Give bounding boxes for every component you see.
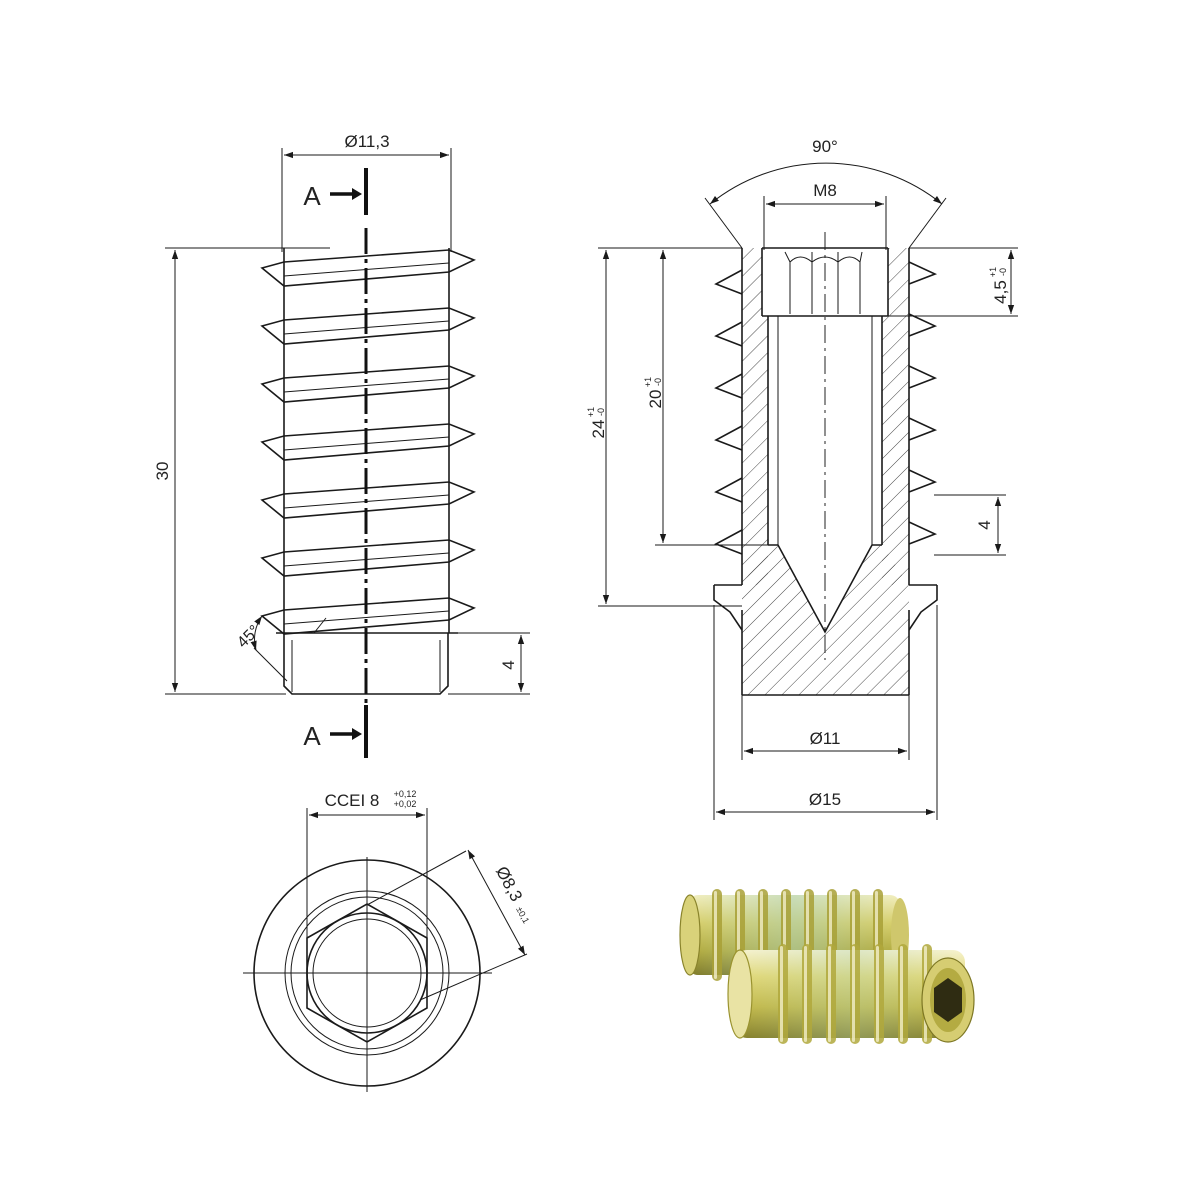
- section-letter-top: A: [303, 181, 321, 211]
- countersink-angle-dimension: 90°: [704, 137, 947, 249]
- side-view: Ø11,3 A A: [153, 132, 530, 758]
- hex-size-dimension: CCEI 8 +0,12 +0,02: [306, 789, 428, 938]
- hex-depth-tol-minus: -0: [998, 268, 1008, 276]
- overall-depth-tol-minus: -0: [596, 408, 606, 416]
- thread-flank: [260, 307, 476, 345]
- hatch-left-top: [742, 248, 762, 316]
- length-label: 30: [153, 462, 172, 481]
- thread-size-dimension: M8: [763, 181, 887, 250]
- hatch-right-top: [888, 248, 909, 316]
- section-marker-bottom: A: [303, 705, 368, 758]
- chamfer-height-label: 4: [499, 660, 518, 669]
- hex-depth-dimension: 4,5 +1 -0: [888, 247, 1018, 317]
- ridge-highlight: [714, 891, 717, 979]
- thread-crest: [283, 610, 450, 625]
- tooth-left: [714, 529, 743, 555]
- chamfer-angle-label: 45°: [234, 622, 263, 651]
- thread-crest: [283, 378, 450, 393]
- overall-depth-label: 24: [589, 420, 608, 439]
- thread-flank: [260, 539, 476, 577]
- hex-socket-photo: [934, 978, 962, 1022]
- tooth-right: [908, 417, 938, 441]
- outer-diameter-label: Ø15: [809, 790, 841, 809]
- ridge-highlight: [780, 946, 783, 1042]
- tooth-right: [908, 469, 938, 493]
- end-view: CCEI 8 +0,12 +0,02 Ø8,3 ±0,1: [243, 789, 531, 1092]
- pitch-dimension: 4: [934, 494, 1006, 556]
- diameter-dimension: Ø11,3: [281, 132, 452, 252]
- countersink-angle-label: 90°: [812, 137, 838, 156]
- inner-diameter-label: Ø11: [810, 729, 841, 748]
- insert-photo-front: [727, 944, 975, 1044]
- thread-flank: [260, 481, 476, 519]
- ridge-highlight: [900, 946, 903, 1042]
- outer-diameter-dimension: Ø15: [713, 605, 938, 820]
- thread-depth-dimension: 20 +1 -0: [643, 250, 768, 546]
- diameter-label: Ø11,3: [344, 132, 389, 151]
- bore-tol: ±0,1: [514, 905, 531, 925]
- section-view: 90° M8 4,5 +1 -0 24 +1: [586, 137, 1018, 820]
- hex-size-tol-plus: +0,12: [394, 789, 417, 799]
- section-marker-top: A: [303, 168, 368, 215]
- thread-teeth: [714, 261, 938, 555]
- tooth-right: [908, 521, 938, 545]
- hatch-bottom: [742, 545, 909, 695]
- hatch-right-wall: [882, 316, 909, 585]
- thread-depth-label: 20: [646, 390, 665, 409]
- section-letter-bottom: A: [303, 721, 321, 751]
- overall-depth-tol-plus: +1: [586, 407, 596, 417]
- chamfer-angle-dimension: 45°: [234, 615, 288, 682]
- chamfer-height-dimension: 4: [448, 632, 530, 695]
- tooth-right: [908, 313, 938, 337]
- tooth-left: [714, 425, 743, 451]
- tooth-left: [714, 269, 743, 295]
- ridge-highlight: [804, 946, 807, 1042]
- thread-flank: [260, 365, 476, 403]
- ridge-highlight: [852, 946, 855, 1042]
- tooth-right: [908, 365, 938, 389]
- thread-depth-tol-minus: -0: [653, 378, 663, 386]
- section-hatching: [742, 248, 909, 695]
- hex-depth-label: 4,5: [991, 280, 1010, 304]
- hex-size-label: CCEI 8: [325, 791, 380, 810]
- bore-label: Ø8,3: [492, 863, 526, 904]
- thread-depth-tol-plus: +1: [643, 377, 653, 387]
- overall-depth-dimension: 24 +1 -0: [586, 247, 742, 607]
- tooth-right: [908, 261, 938, 285]
- inner-diameter-dimension: Ø11: [741, 695, 910, 760]
- product-photo: [679, 889, 975, 1044]
- hex-depth-tol-plus: +1: [988, 267, 998, 277]
- pitch-label: 4: [975, 520, 994, 529]
- thread-flank: [260, 249, 476, 287]
- tooth-left: [714, 321, 743, 347]
- thread-flank: [260, 423, 476, 461]
- ridge-highlight: [828, 946, 831, 1042]
- tooth-left: [714, 373, 743, 399]
- hex-size-tol-minus: +0,02: [394, 799, 417, 809]
- insert-body-side: [260, 248, 476, 695]
- ridge-highlight: [876, 946, 879, 1042]
- length-dimension: 30: [153, 247, 330, 695]
- thread-flank: [260, 597, 476, 635]
- thread-size-label: M8: [813, 181, 837, 200]
- hatch-left-wall: [742, 316, 768, 585]
- tooth-left: [714, 477, 743, 503]
